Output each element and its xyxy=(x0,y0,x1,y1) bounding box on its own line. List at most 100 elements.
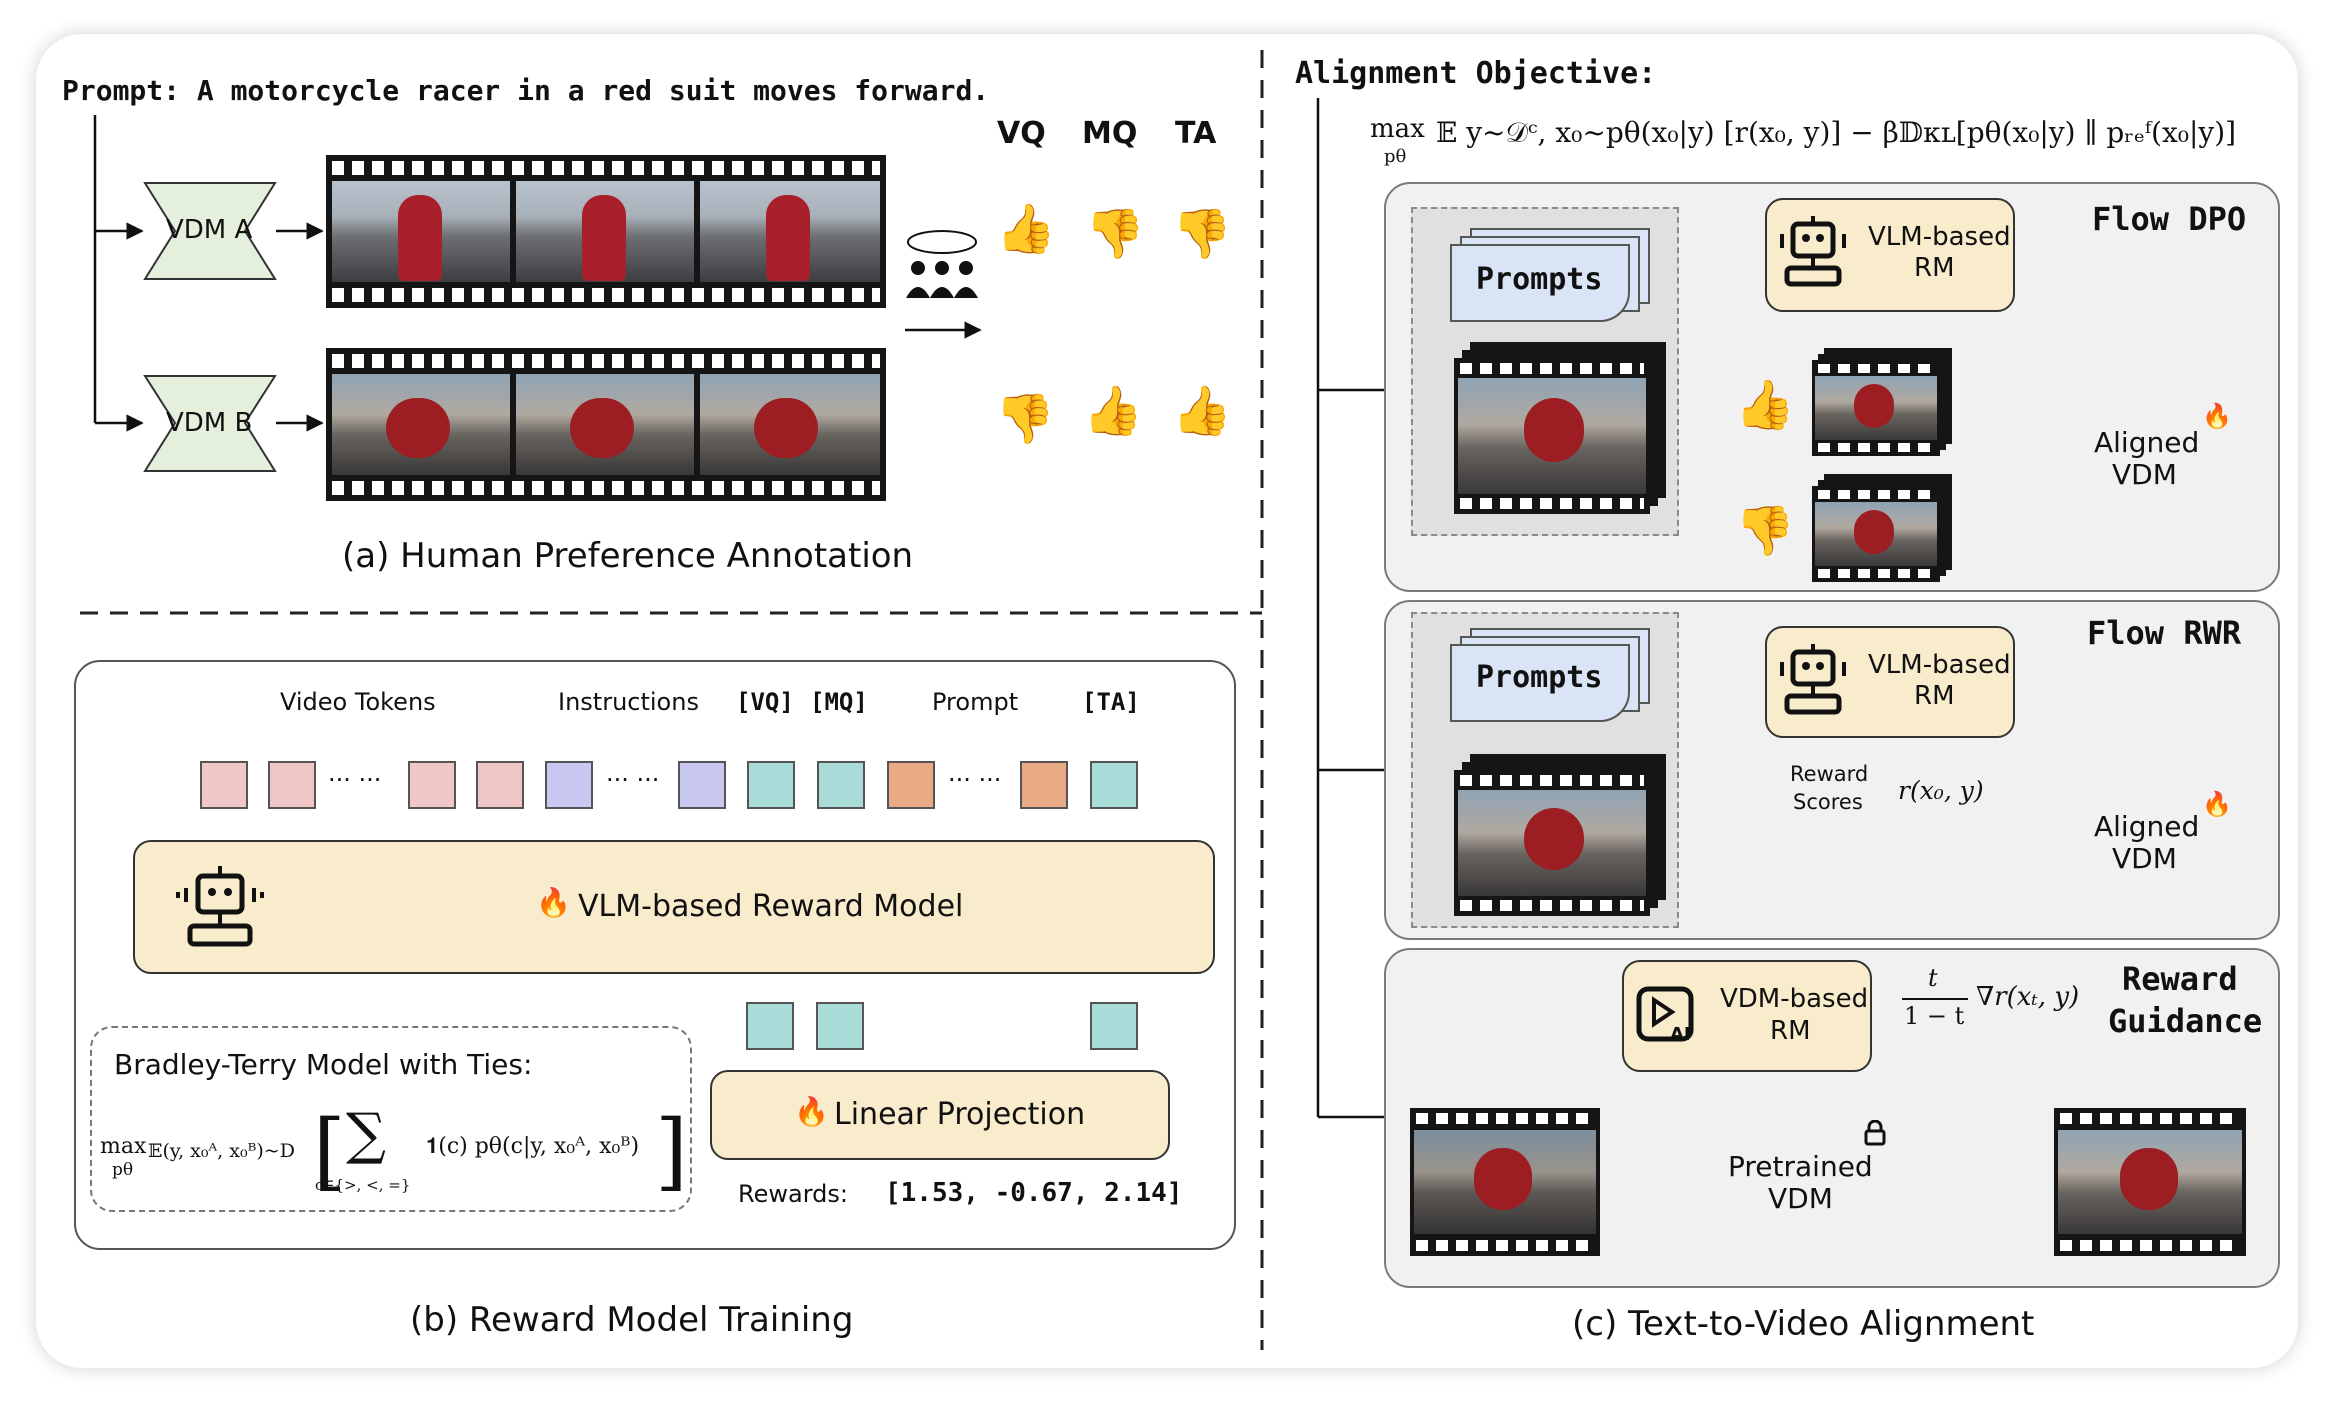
label-instructions: Instructions xyxy=(558,688,699,716)
thumbs-down-icon: 👎 xyxy=(995,391,1055,447)
reward-guidance-title-1: Reward xyxy=(2122,960,2238,998)
objective-max: max xyxy=(1370,114,1425,144)
prompts-label-rwr: Prompts xyxy=(1476,660,1603,695)
thumbs-up-icon: 👍 xyxy=(1172,383,1232,439)
ta-token xyxy=(1090,761,1138,809)
fire-icon: 🔥 xyxy=(794,1095,829,1128)
mq-output-token xyxy=(816,1002,864,1050)
vlm-rm-label-1-dpo: VLM-based xyxy=(1868,222,2011,252)
thumbs-down-icon: 👎 xyxy=(1735,503,1795,559)
ai-video-icon xyxy=(1636,986,1694,1042)
objective-formula: 𝔼 y~𝒟ᶜ, x₀~pθ(x₀|y) [r(x₀, y)] − β𝔻ᴋʟ[pθ… xyxy=(1436,116,2237,149)
caption-b: (b) Reward Model Training xyxy=(410,1300,854,1340)
bradley-terry-box xyxy=(90,1026,692,1212)
bt-expectation: 𝔼(y, x₀ᴬ, x₀ᴮ)~D xyxy=(148,1140,295,1162)
annotators-icon xyxy=(906,230,978,298)
bt-title: Bradley-Terry Model with Ties: xyxy=(114,1048,533,1081)
vq-output-token xyxy=(746,1002,794,1050)
token-ellipsis: ··· ··· xyxy=(948,766,1002,794)
robot-icon xyxy=(1780,216,1846,287)
linear-projection-box xyxy=(710,1070,1170,1160)
prompts-card xyxy=(1450,644,1630,722)
ta-output-token xyxy=(1090,1002,1138,1050)
grad-numerator: t xyxy=(1928,964,1938,992)
bt-sum-sub: c∈{>, <, =} xyxy=(315,1176,411,1194)
vlm-reward-model-box xyxy=(133,840,1215,974)
thumbs-up-icon: 👍 xyxy=(1083,383,1143,439)
flow-rwr-title: Flow RWR xyxy=(2087,614,2242,652)
token-ellipsis: ··· ··· xyxy=(328,766,382,794)
ai-label: AI xyxy=(1670,1024,1691,1045)
video-token xyxy=(200,761,248,809)
objective-max-sub: pθ xyxy=(1384,146,1407,167)
caption-c: (c) Text-to-Video Alignment xyxy=(1572,1304,2035,1344)
reward-scores-label-2: Scores xyxy=(1793,790,1863,814)
rewards-values: [1.53, -0.67, 2.14] xyxy=(885,1178,1183,1208)
thumbs-down-icon: 👎 xyxy=(1172,206,1232,262)
guided-video-output xyxy=(2054,1108,2246,1256)
prompt-token xyxy=(1020,761,1068,809)
bt-body: 𝟏(c) pθ(c|y, x₀ᴬ, x₀ᴮ) xyxy=(426,1134,640,1159)
fire-icon: 🔥 xyxy=(2202,790,2232,818)
video-token xyxy=(268,761,316,809)
lock-icon xyxy=(1864,1120,1886,1146)
bt-bracket-close: ] xyxy=(655,1102,688,1200)
linear-projection-label: Linear Projection xyxy=(834,1097,1086,1132)
vdm-a-shape xyxy=(143,182,277,280)
instruction-token xyxy=(545,761,593,809)
bt-max: max xyxy=(100,1134,147,1159)
label-prompt: Prompt xyxy=(932,688,1019,716)
robot-icon xyxy=(1780,644,1846,715)
bt-bracket-open: [ xyxy=(313,1102,346,1200)
flow-dpo-title: Flow DPO xyxy=(2092,200,2247,238)
grad-fraction-bar xyxy=(1902,998,1968,1000)
vlm-rm-label-2-rwr: RM xyxy=(1914,681,1955,711)
vlm-rm-label-2-dpo: RM xyxy=(1914,253,1955,283)
aligned-vdm-label-1-dpo: Aligned xyxy=(2094,426,2200,459)
bt-sum: ∑ xyxy=(346,1102,386,1167)
thumbs-down-icon: 👎 xyxy=(1085,206,1145,262)
robot-icon xyxy=(176,866,264,947)
video-token xyxy=(408,761,456,809)
video-stack-rwr xyxy=(1454,770,1650,916)
noisy-video-input xyxy=(1410,1108,1600,1256)
reward-function: r(x₀, y) xyxy=(1898,776,1984,805)
mq-token xyxy=(817,761,865,809)
prompts-label-dpo: Prompts xyxy=(1476,262,1603,297)
label-vq: [VQ] xyxy=(736,688,794,716)
vdm-rm-label-2: RM xyxy=(1770,1016,1811,1046)
label-video-tokens: Video Tokens xyxy=(280,688,436,716)
video-strip-a xyxy=(326,155,886,308)
rewards-label: Rewards: xyxy=(738,1180,848,1208)
preferred-video-stack xyxy=(1812,360,1940,456)
video-strip-b xyxy=(326,348,886,501)
thumbs-up-icon: 👍 xyxy=(1735,377,1795,433)
vdm-a-label: VDM A xyxy=(166,215,253,245)
pretrained-vdm-label-2: VDM xyxy=(1768,1182,1833,1215)
criterion-ta: TA xyxy=(1175,116,1217,151)
vdm-b-label: VDM B xyxy=(166,408,253,438)
vdm-b-shape xyxy=(143,375,277,472)
alignment-objective-title: Alignment Objective: xyxy=(1295,56,1657,91)
caption-a: (a) Human Preference Annotation xyxy=(342,536,914,576)
fire-icon: 🔥 xyxy=(536,886,571,919)
criterion-vq: VQ xyxy=(997,116,1046,151)
criterion-mq: MQ xyxy=(1082,116,1138,151)
grad-term: ∇r(xₜ, y) xyxy=(1976,982,2080,1012)
vq-token xyxy=(747,761,795,809)
grad-denominator: 1 − t xyxy=(1904,1002,1965,1030)
video-token xyxy=(476,761,524,809)
prompts-card xyxy=(1450,244,1630,322)
thumbs-up-icon: 👍 xyxy=(996,201,1056,257)
instruction-token xyxy=(678,761,726,809)
pretrained-vdm-label-1: Pretrained xyxy=(1728,1150,1873,1183)
reward-guidance-title-2: Guidance xyxy=(2108,1002,2263,1040)
vlm-rm-label-1-rwr: VLM-based xyxy=(1868,650,2011,680)
rejected-video-stack xyxy=(1812,486,1940,582)
fire-icon: 🔥 xyxy=(2202,402,2232,430)
panel-a-prompt: Prompt: A motorcycle racer in a red suit… xyxy=(62,74,990,107)
reward-scores-label-1: Reward xyxy=(1790,762,1869,786)
label-mq: [MQ] xyxy=(810,688,868,716)
aligned-vdm-label-2-dpo: VDM xyxy=(2112,458,2177,491)
aligned-vdm-label-2-rwr: VDM xyxy=(2112,842,2177,875)
